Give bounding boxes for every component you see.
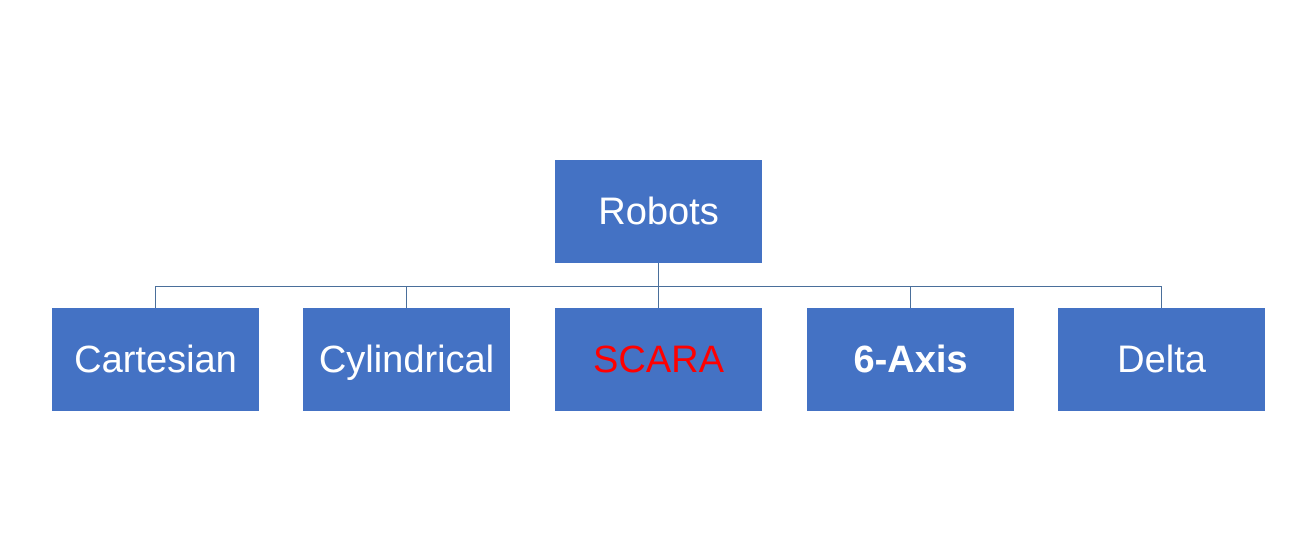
child-node-label-cartesian: Cartesian xyxy=(74,338,237,381)
connector-line-delta xyxy=(1161,286,1162,308)
child-node-label-scara: SCARA xyxy=(593,338,724,381)
child-node-cartesian: Cartesian xyxy=(52,308,259,411)
connector-line-scara xyxy=(658,286,659,308)
root-connector-line xyxy=(658,263,659,286)
child-node-6-axis: 6-Axis xyxy=(807,308,1014,411)
connector-line-cartesian xyxy=(155,286,156,308)
connector-line-6-axis xyxy=(910,286,911,308)
child-node-label-6-axis: 6-Axis xyxy=(853,338,968,381)
child-node-label-delta: Delta xyxy=(1117,338,1206,381)
root-node-robots: Robots xyxy=(555,160,762,263)
root-node-label: Robots xyxy=(598,190,719,233)
child-node-scara: SCARA xyxy=(555,308,762,411)
child-node-delta: Delta xyxy=(1058,308,1265,411)
connector-line-cylindrical xyxy=(406,286,407,308)
child-node-cylindrical: Cylindrical xyxy=(303,308,510,411)
child-node-label-cylindrical: Cylindrical xyxy=(318,338,495,381)
